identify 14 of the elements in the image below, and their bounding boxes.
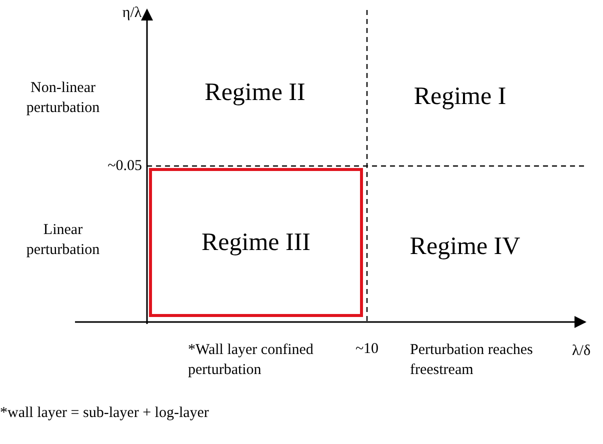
regime-label: Regime II: [204, 78, 306, 108]
region-label: Linear perturbation: [25, 221, 101, 260]
highlight-box: [149, 168, 363, 317]
regime-label: Regime IV: [408, 232, 522, 262]
axis-label: η/λ: [121, 4, 143, 23]
region-note: *Wall layer confined perturbation: [188, 341, 314, 380]
tick-label: ~10: [354, 340, 380, 359]
regime-label: Regime III: [202, 228, 310, 258]
regime-label: Regime I: [412, 82, 508, 112]
region-note: Perturbation reaches freestream: [410, 341, 534, 380]
tick-label: ~0.05: [106, 157, 142, 176]
axis-label: λ/δ: [572, 342, 592, 361]
region-label: Non-linear perturbation: [25, 79, 101, 118]
footnote: *wall layer = sub-layer + log-layer: [0, 404, 210, 423]
